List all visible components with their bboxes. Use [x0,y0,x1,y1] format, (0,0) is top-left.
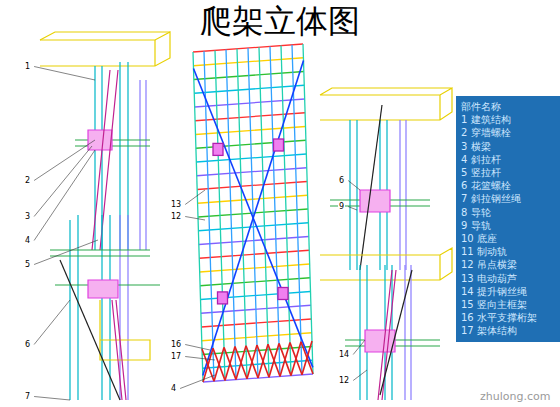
callout-number: 1 [24,62,31,71]
part-item: 15 竖向主框架 [461,298,555,311]
part-item: 3 横梁 [461,140,555,153]
part-item: 1 建筑结构 [461,113,555,126]
part-item: 5 竖拉杆 [461,166,555,179]
part-item: 2 穿墙螺栓 [461,126,555,139]
callout-number: 6 [24,340,31,349]
part-item: 11 制动轨 [461,245,555,258]
callout-number: 17 [170,352,182,361]
callout-number: 13 [170,200,182,209]
callout-number: 7 [24,392,31,401]
part-item: 16 水平支撑桁架 [461,311,555,324]
parts-list-panel: 部件名称1 建筑结构2 穿墙螺栓3 横梁4 斜拉杆5 竖拉杆6 花篮螺栓7 斜拉… [456,96,560,342]
panel-heading: 部件名称 [461,100,555,113]
part-item: 17 架体结构 [461,324,555,337]
callout-number: 12 [338,376,350,385]
callout-number: 14 [338,350,350,359]
callout-number: 9 [338,202,345,211]
part-item: 6 花篮螺栓 [461,179,555,192]
callout-number: 4 [24,236,31,245]
part-item: 14 提升钢丝绳 [461,285,555,298]
callout-number: 5 [24,260,31,269]
callout-number: 16 [170,340,182,349]
part-item: 13 电动葫芦 [461,272,555,285]
part-item: 9 导轨 [461,219,555,232]
part-item: 7 斜拉钢丝绳 [461,192,555,205]
callout-number: 4 [170,384,177,393]
part-item: 8 导轮 [461,206,555,219]
diagram-title: 爬架立体图 [200,0,360,44]
part-item: 12 吊点横梁 [461,258,555,271]
callout-number: 3 [24,212,31,221]
callout-number: 6 [338,176,345,185]
callout-number: 12 [170,212,182,221]
part-item: 4 斜拉杆 [461,153,555,166]
watermark: zhulong.com [480,390,550,403]
part-item: 10 底座 [461,232,555,245]
callout-number: 2 [24,176,31,185]
